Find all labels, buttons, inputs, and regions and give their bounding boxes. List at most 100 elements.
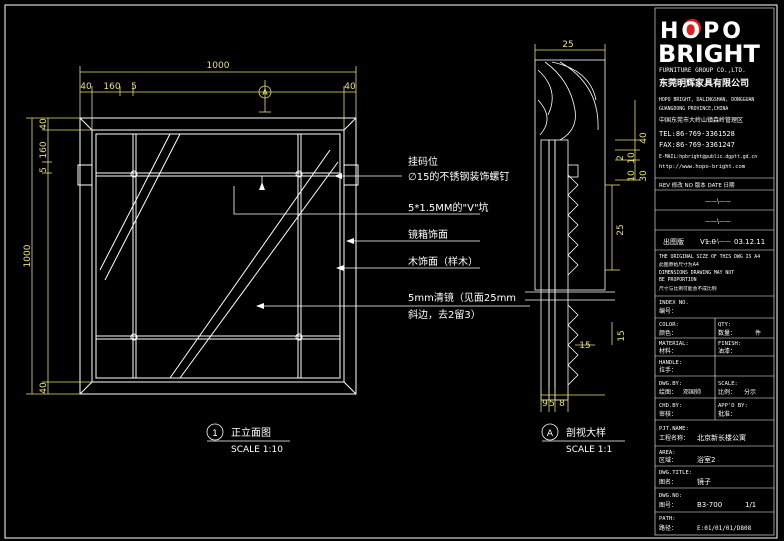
version: V1.0 — [700, 238, 716, 246]
dim-left-total: 1000 — [23, 244, 33, 267]
web: http://www.hopo-bright.com — [659, 164, 746, 170]
reflection-line-4 — [179, 161, 339, 379]
frame-miter-tr — [343, 117, 357, 131]
callout-wood-finish: 木饰面（样木） — [408, 255, 478, 268]
title-value: 镜子 — [697, 477, 711, 486]
project-label: PJT.NAME: — [659, 426, 689, 432]
dim-left-a: 40 — [39, 118, 49, 130]
drawn-value: 邓国帅 — [683, 388, 701, 396]
fax: FAX:86-769-3361247 — [659, 141, 735, 149]
section-dim-bottom-2: 5 — [549, 399, 555, 409]
drawn-cn: 绘图： — [659, 388, 677, 396]
reflection-line-2 — [104, 133, 181, 281]
handle-label: HANDLE: — [659, 360, 682, 366]
section-dim-r6: 25 — [616, 224, 626, 235]
logo-red-dot — [683, 19, 701, 37]
front-left-dimensions — [26, 117, 92, 395]
front-title-num: 1 — [212, 429, 218, 439]
scale-label: SCALE: — [718, 381, 738, 387]
dim-left-d: 40 — [39, 382, 49, 394]
section-dim-r5: 30 — [639, 170, 649, 182]
title-block-frame — [654, 7, 775, 536]
screw-bl — [130, 333, 138, 341]
email: E-MAIL:hpbright@public.dgptt.gd.cn — [659, 154, 757, 160]
mirror-inner-frame — [91, 129, 345, 383]
section-marker — [258, 80, 272, 113]
front-scale: SCALE 1:10 — [231, 445, 283, 455]
project-value: 北京新长楼公寓 — [697, 433, 746, 442]
section-dim-bottom-1: 9 — [542, 399, 548, 409]
qty-value: 件 — [755, 329, 761, 337]
material-label: MATERIAL: — [659, 341, 689, 347]
index-cn: 编号： — [659, 307, 677, 315]
section-zigzag — [567, 174, 579, 276]
path-value: E:01/01/01/D808 — [697, 525, 752, 532]
dwgno-label: DWG.NO: — [659, 493, 682, 499]
dim-top-d: 40 — [344, 82, 356, 92]
section-scale: SCALE 1:1 — [566, 445, 612, 455]
material-cn: 材料： — [659, 347, 677, 355]
front-elevation — [77, 117, 359, 395]
section-detail — [525, 59, 615, 401]
approved-cn: 批准： — [718, 410, 736, 418]
addr-en-2: GUANGDONG PROVINCE,CHINA — [659, 106, 728, 112]
addr-en-1: HOPO BRIGHT, DALINGSHAN, DONGGUAN — [659, 97, 754, 103]
note-1: THE ORIGINAL SIZE OF THIS DWG IS A4 — [659, 254, 760, 260]
page-value: 1/1 — [745, 501, 756, 509]
section-dim-bottom-3: 8 — [559, 399, 565, 409]
area-value: 浴室2 — [697, 455, 715, 464]
section-board — [554, 139, 569, 401]
callout-mirror-1: 5mm清镜（见面25mm — [408, 291, 516, 304]
handle-cn: 拉手： — [659, 366, 677, 374]
note-3: DIMENSIONS DRAWING MAY NOT — [659, 270, 734, 276]
approved-label: APP'D BY: — [718, 403, 748, 409]
sign-row-2: ——\—— — [705, 218, 731, 225]
section-dim-r3: 10 — [627, 152, 637, 164]
section-mirror-glass — [540, 139, 550, 401]
finish-cn: 油漆： — [718, 347, 736, 355]
dwgno-value: B3-700 — [697, 501, 722, 509]
rev-header: REV 修改 NO 版本 DATE 日期 — [659, 181, 735, 189]
hanging-bracket-left — [77, 164, 93, 186]
logo-top: HOPO — [660, 19, 744, 44]
section-dimensions — [534, 44, 640, 412]
path-cn: 路径： — [659, 524, 677, 532]
section-title-num: A — [547, 429, 554, 439]
screw-br — [295, 333, 303, 341]
project-cn: 工程名称： — [659, 434, 689, 442]
dim-top-b: 160 — [103, 82, 120, 92]
company-logo: HOPO BRIGHT — [658, 19, 760, 68]
version-date: 03.12.11 — [734, 238, 765, 246]
dim-left-b: 160 — [39, 141, 49, 158]
title-label: DWG.TITLE: — [659, 470, 692, 476]
sheet-border — [4, 4, 778, 539]
checked-label: CHD.BY: — [659, 403, 682, 409]
company-cn: 东莞明辉家具有限公司 — [659, 77, 749, 89]
dwgno-cn: 图号： — [659, 502, 677, 509]
mirror-outer-frame — [79, 117, 357, 395]
reflection-line-1 — [99, 133, 171, 271]
dim-top-a: 40 — [80, 82, 92, 92]
addr-cn: 中国东莞市大岭山镇森岭管理区 — [659, 116, 743, 124]
section-zigzag-2 — [567, 304, 579, 386]
sign-row-1: ——\—— — [705, 198, 731, 205]
dim-top-total: 1000 — [207, 61, 230, 71]
finish-label: FINISH: — [718, 341, 741, 347]
callout-hanging-position: 挂码位 — [408, 155, 438, 168]
frame-miter-bl — [79, 381, 93, 395]
area-label: AREA: — [659, 450, 676, 456]
tel: TEL:86-769-3361528 — [659, 130, 735, 138]
front-top-dimensions — [79, 66, 357, 130]
scale-value: 分示 — [744, 388, 756, 396]
color-label: COLOR: — [659, 322, 679, 328]
callout-v-groove: 5*1.5MM的"V"坑 — [408, 201, 489, 214]
screw-tl — [130, 170, 138, 178]
screw-tr — [295, 170, 303, 178]
section-title: 剖视大样 — [566, 426, 606, 439]
section-dim-r7: 15 — [617, 330, 627, 341]
area-cn: 区域： — [659, 456, 677, 464]
section-dim-r2: 2 — [616, 155, 626, 161]
frame-miter-tl — [79, 117, 93, 131]
note-2: 此图原始尺寸为A4 — [659, 261, 699, 268]
